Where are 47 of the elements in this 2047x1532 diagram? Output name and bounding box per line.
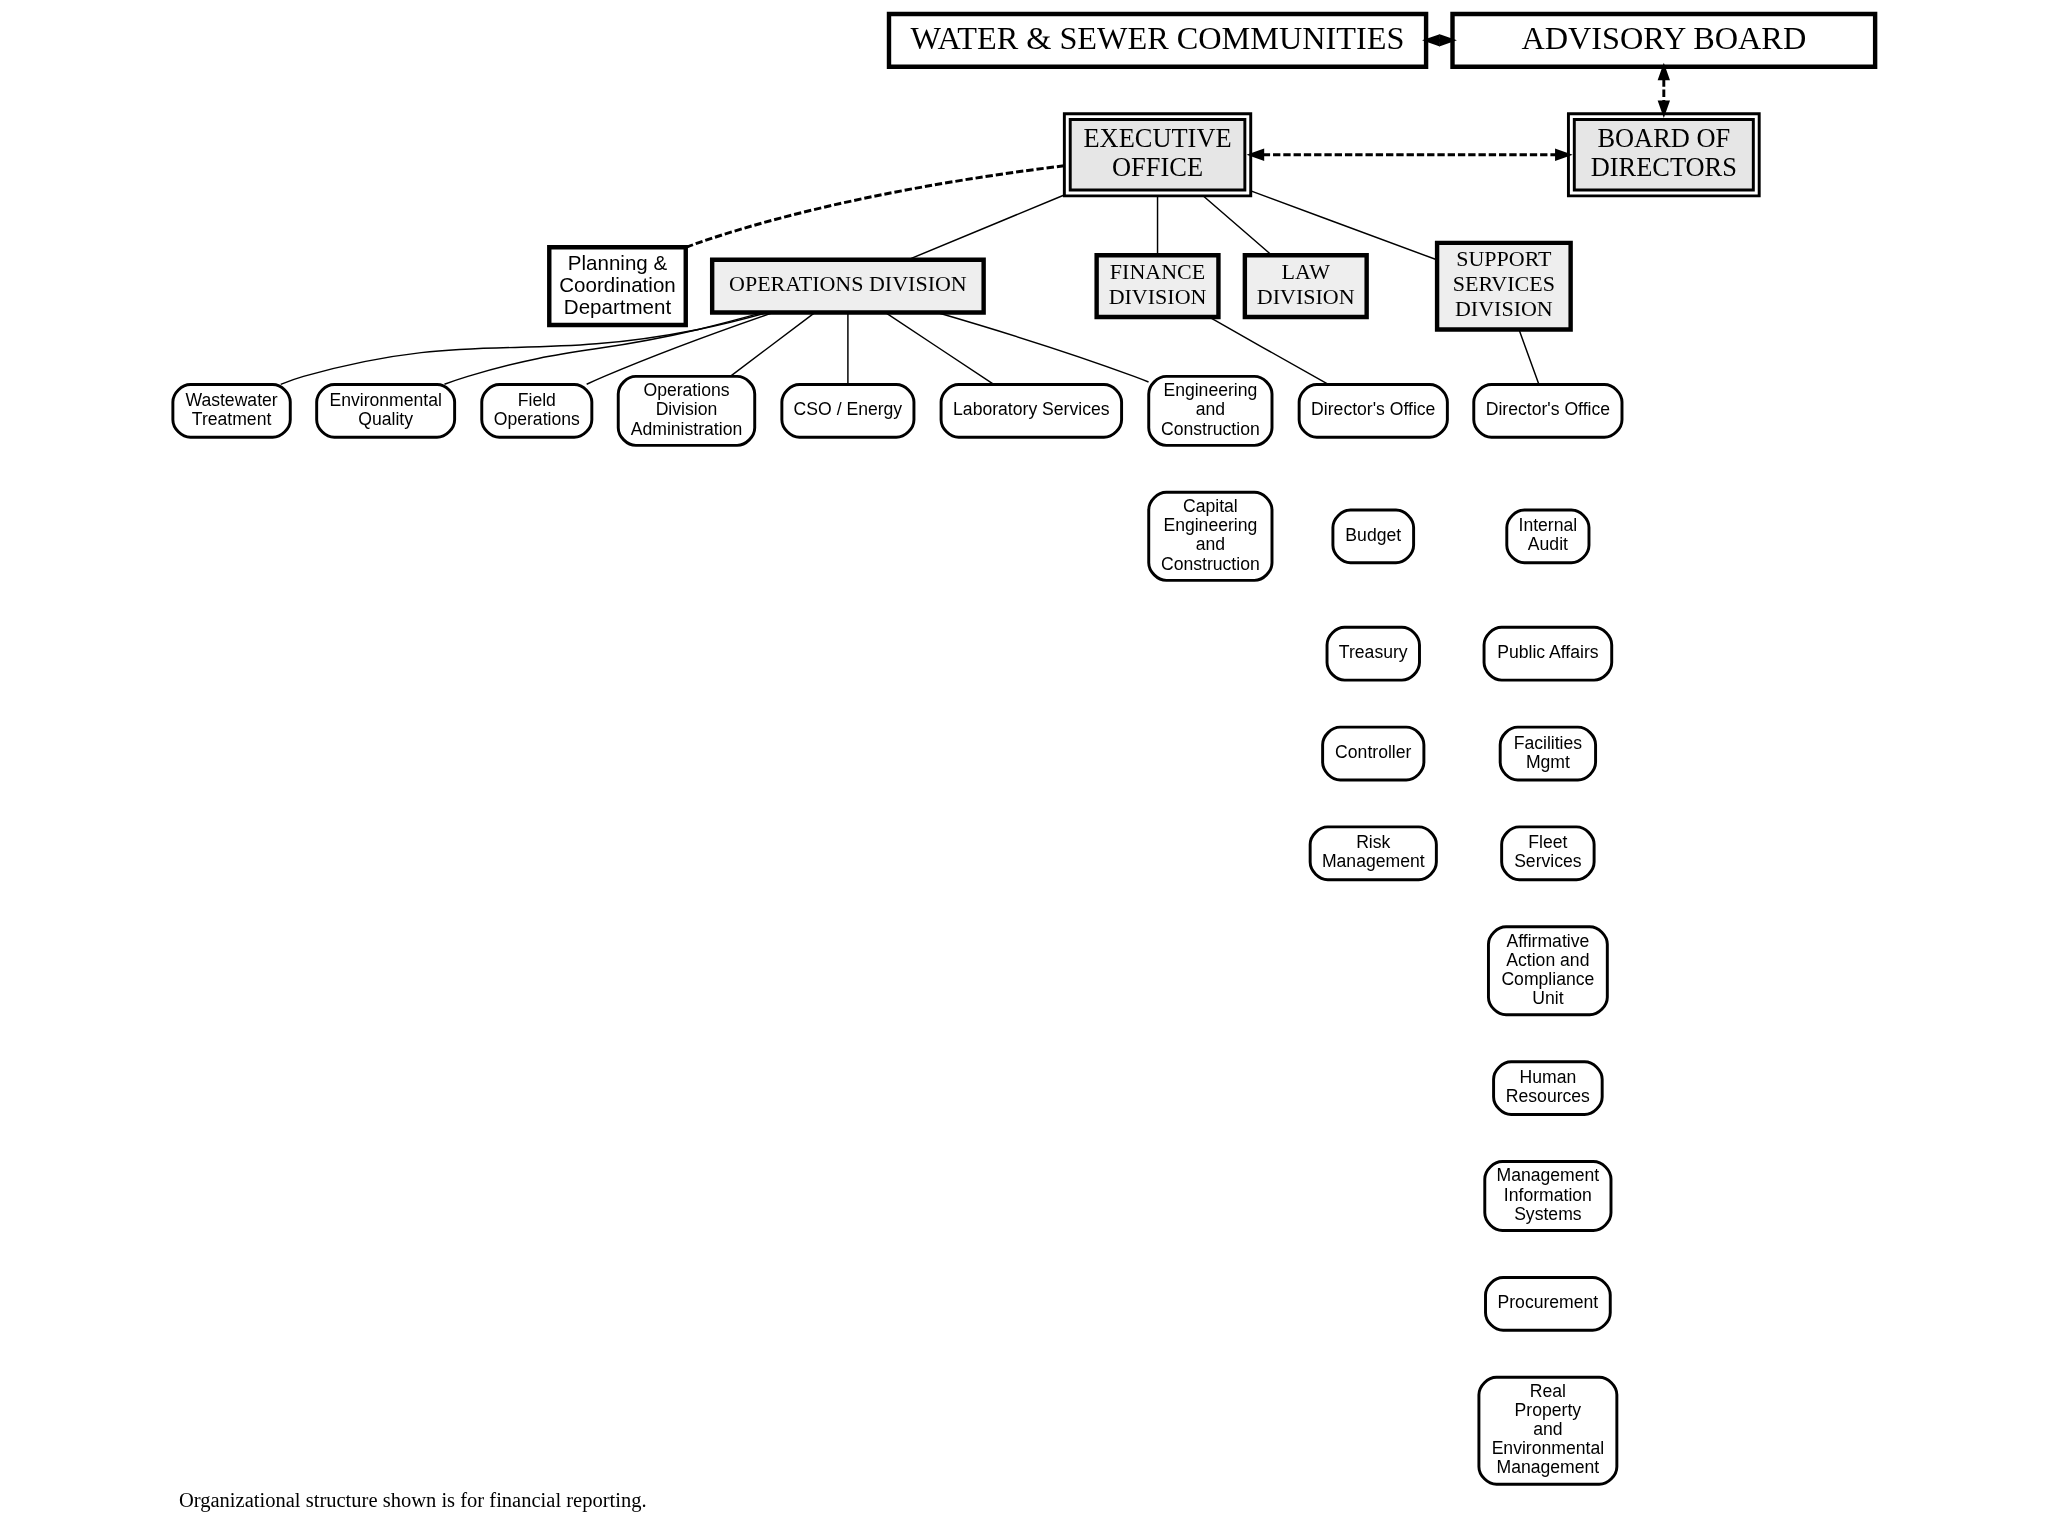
node-box: Management Information Systems [1482,1160,1612,1232]
connector [1208,316,1329,385]
node-box: OPERATIONS DIVISION [709,257,986,315]
node-box: ADVISORY BOARD [1449,11,1877,69]
arrow [1421,34,1457,47]
arrow [1246,148,1573,161]
node-box: Internal Audit [1504,508,1590,565]
caption: Organizational structure shown is for financial reporting. [178,1488,647,1511]
node-box: SUPPORT SERVICES DIVISION [1434,240,1573,332]
node-box: Capital Engineering and Construction [1146,490,1273,582]
connector [907,194,1065,261]
node-box: Field Operations [479,383,593,439]
node-box: Human Resources [1491,1060,1604,1116]
node-box: Fleet Services [1499,825,1596,882]
node-box: Controller [1320,725,1425,782]
node-box: LAW DIVISION [1242,253,1369,320]
connector [1202,195,1272,256]
node-box: BOARD OF DIRECTORS [1566,112,1761,198]
node-box: Public Affairs [1482,625,1613,682]
node-box: CSO / Energy [779,383,915,439]
node-box: Real Property and Environmental Management [1476,1375,1618,1486]
node-box: Procurement [1483,1275,1612,1332]
node-box: FINANCE DIVISION [1093,253,1221,320]
connector [1517,328,1539,385]
connector [729,312,815,378]
connector [585,311,774,385]
node-box: Wastewater Treatment [170,383,292,439]
connector [1156,195,1158,256]
node-box: Engineering and Construction [1146,374,1273,447]
node-box: WATER & SEWER COMMUNITIES [886,11,1428,69]
node-box: Facilities Mgmt [1498,725,1597,782]
connector [884,312,994,385]
node-box: Director's Office [1297,383,1449,439]
arrow [1657,62,1670,119]
node-box: Environmental Quality [314,383,456,439]
node-box: Risk Management [1308,825,1438,882]
connector [1249,190,1438,261]
connector [685,164,1064,249]
connector [846,312,849,385]
node-box: EXECUTIVE OFFICE [1062,112,1252,198]
node-box: Laboratory Services [939,383,1123,439]
node-box: Director's Office [1471,383,1623,439]
node-box: Budget [1330,508,1415,565]
node-box: Affirmative Action and Compliance Unit [1486,925,1609,1017]
node-box: Planning & Coordination Department [546,245,688,328]
node-box: Operations Division Administration [616,374,756,447]
node-box: Treasury [1325,625,1421,682]
